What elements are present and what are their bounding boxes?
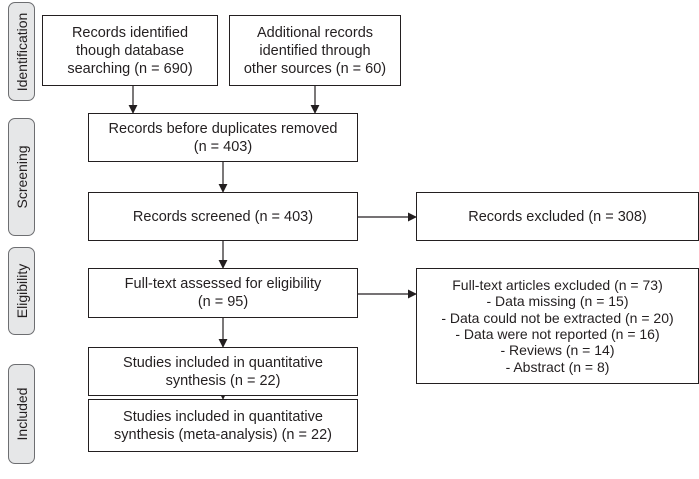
- box-text-line: other sources (n = 60): [243, 60, 387, 77]
- stage-label-text: Screening: [13, 145, 30, 209]
- box-text-line: Studies included in quantitative: [123, 408, 323, 425]
- box-text-line: identified through: [259, 42, 371, 59]
- box-text-line: - Data could not be extracted (n = 20): [441, 309, 674, 326]
- stage-label-text: Identification: [13, 12, 30, 91]
- box-meta-analysis: Studies included in quantitative synthes…: [88, 399, 358, 452]
- box-before-duplicates: Records before duplicates removed (n = 4…: [88, 113, 358, 162]
- box-text-line: - Reviews (n = 14): [500, 342, 615, 359]
- stage-label-included: Included: [8, 364, 35, 464]
- box-records-screened: Records screened (n = 403): [88, 192, 358, 241]
- stage-label-eligibility: Eligibility: [8, 247, 35, 335]
- box-text-line: - Data missing (n = 15): [486, 293, 629, 310]
- stage-label-text: Eligibility: [13, 263, 30, 319]
- stage-label-identification: Identification: [8, 2, 35, 101]
- box-text-line: Full-text assessed for eligibility: [124, 276, 322, 292]
- box-text-line: (n = 403): [193, 138, 253, 155]
- stage-label-text: Included: [13, 387, 30, 441]
- box-text-line: (n = 95): [197, 294, 249, 310]
- box-database-records: Records identified though database searc…: [42, 15, 218, 86]
- box-text-line: Studies included in quantitative: [123, 354, 323, 371]
- box-text-line: Additional records: [256, 24, 374, 41]
- box-records-excluded: Records excluded (n = 308): [416, 192, 699, 241]
- box-text-line: though database: [75, 42, 185, 59]
- box-text-line: synthesis (n = 22): [165, 372, 281, 389]
- box-text-line: Records before duplicates removed: [108, 120, 338, 137]
- box-full-text-excluded: Full-text articles excluded (n = 73) - D…: [416, 268, 699, 384]
- box-text-line: Records screened (n = 403): [132, 208, 314, 225]
- box-text-line: Records excluded (n = 308): [468, 208, 647, 225]
- box-text-line: Full-text articles excluded (n = 73): [452, 277, 663, 294]
- box-other-records: Additional records identified through ot…: [229, 15, 401, 86]
- box-text-line: - Abstract (n = 8): [505, 358, 610, 375]
- box-quantitative-synthesis: Studies included in quantitative synthes…: [88, 347, 358, 396]
- box-text-line: Records identified: [71, 24, 189, 41]
- box-text-line: synthesis (meta-analysis) (n = 22): [114, 426, 332, 443]
- box-full-text-assessed: Full-text assessed for eligibility (n = …: [88, 268, 358, 318]
- box-text-line: searching (n = 690): [67, 60, 193, 77]
- stage-label-screening: Screening: [8, 118, 35, 236]
- box-text-line: - Data were not reported (n = 16): [455, 326, 660, 342]
